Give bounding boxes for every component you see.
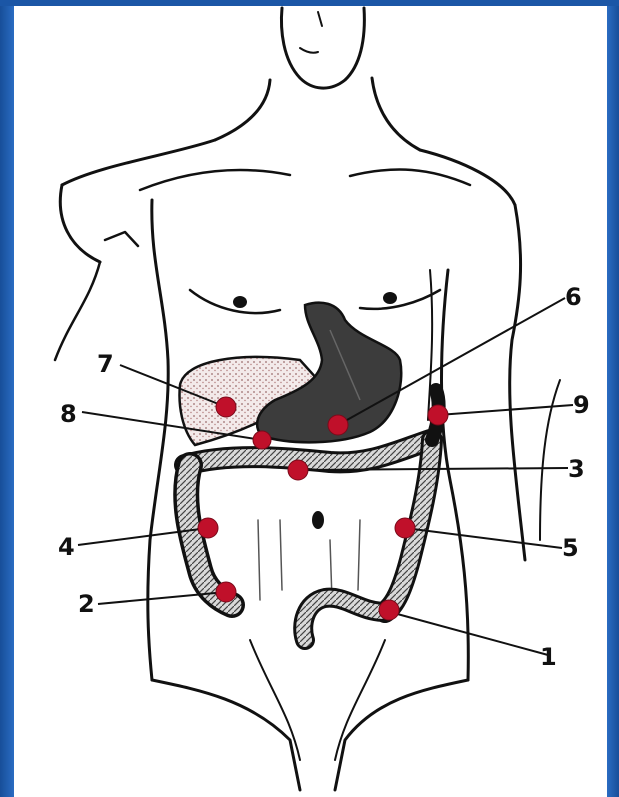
leader-line-5 (405, 528, 562, 548)
marker-dot-9 (428, 405, 448, 425)
marker-label-5: 5 (562, 534, 579, 562)
marker-dot-5 (395, 518, 415, 538)
marker-label-6: 6 (565, 283, 582, 311)
marker-label-9: 9 (573, 391, 590, 419)
marker-dot-7 (216, 397, 236, 417)
marker-dot-1 (379, 600, 399, 620)
marker-label-7: 7 (97, 350, 114, 378)
marker-label-1: 1 (540, 643, 557, 671)
marker-dot-3 (288, 460, 308, 480)
marker-dot-2 (216, 582, 236, 602)
marker-label-2: 2 (78, 590, 95, 618)
marker-dot-4 (198, 518, 218, 538)
marker-label-4: 4 (58, 533, 75, 561)
marker-dot-6 (328, 415, 348, 435)
leader-line-9 (438, 405, 573, 415)
marker-label-8: 8 (60, 400, 77, 428)
marker-dot-8 (253, 431, 271, 449)
marker-label-3: 3 (568, 455, 585, 483)
